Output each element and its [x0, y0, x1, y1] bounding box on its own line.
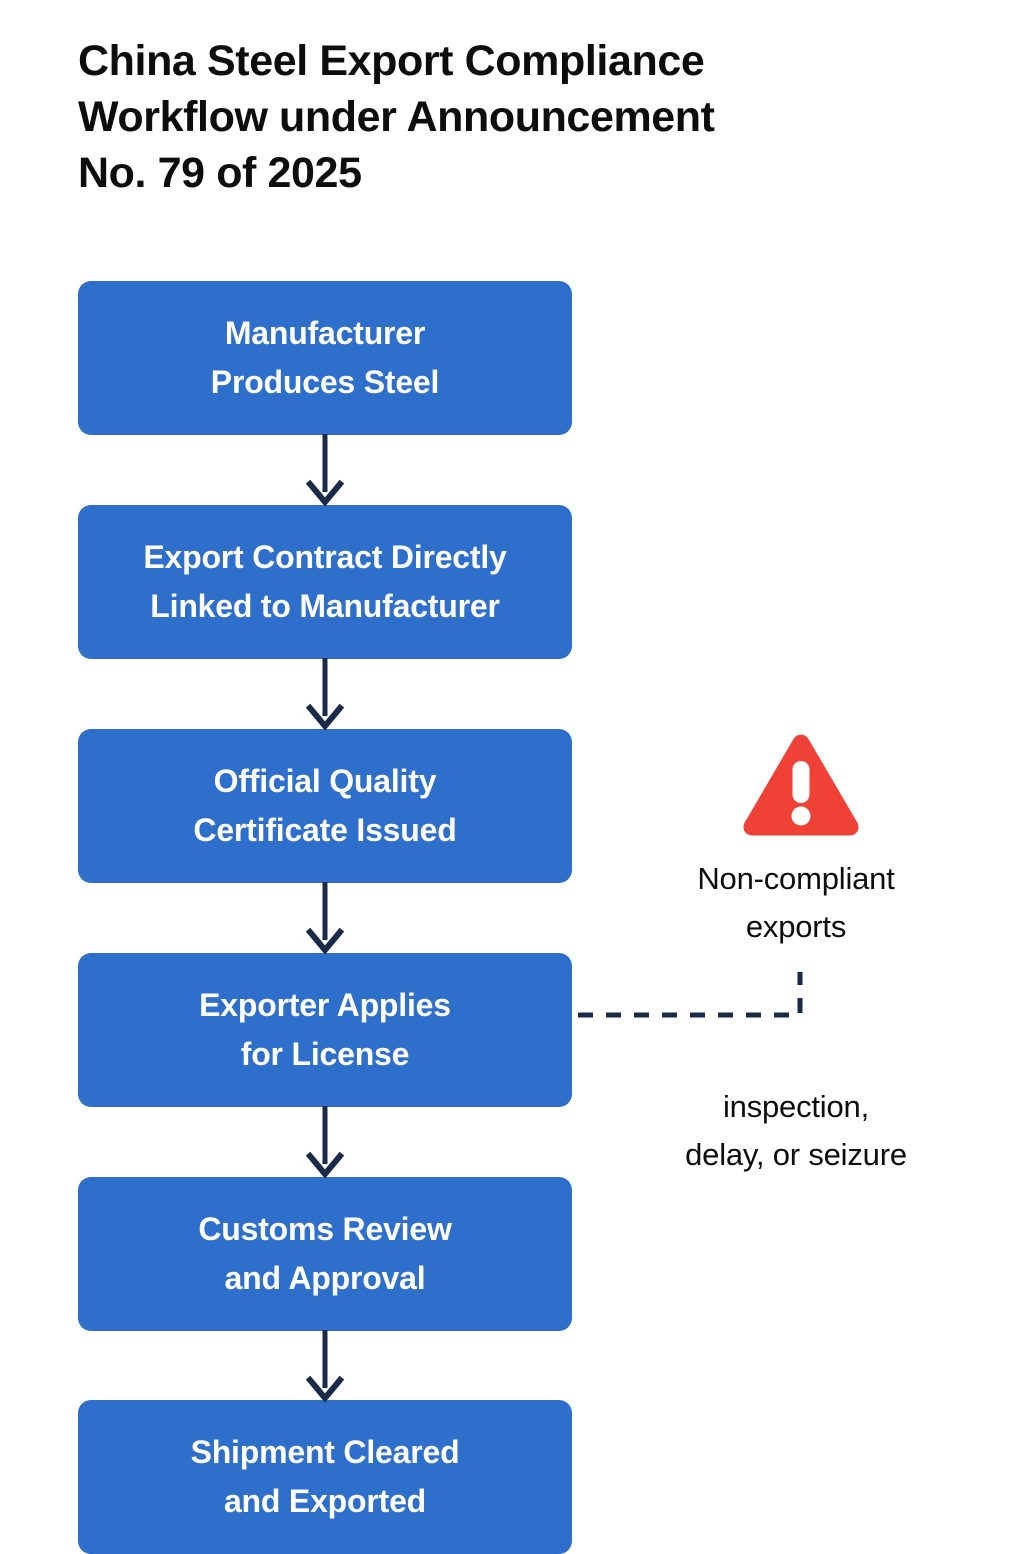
- arrow-down-icon: [305, 658, 345, 731]
- arrow-down-icon: [305, 1106, 345, 1179]
- consequence-label: inspection, delay, or seizure: [685, 1089, 907, 1173]
- flow-node-label: Manufacturer Produces Steel: [210, 315, 440, 400]
- flow-node-shipment-cleared[interactable]: Shipment Cleared and Exported: [78, 1400, 572, 1554]
- page-title-line-2: Workflow under Announcement: [78, 92, 715, 141]
- warning-triangle-icon: [743, 734, 859, 836]
- flow-node-label: Shipment Cleared and Exported: [190, 1434, 460, 1519]
- flow-node-export-contract-linked[interactable]: Export Contract Directly Linked to Manuf…: [78, 505, 572, 659]
- flow-node-label: Exporter Applies for License: [199, 987, 451, 1072]
- flow-node-customs-review[interactable]: Customs Review and Approval: [78, 1177, 572, 1331]
- flow-node-label: Official Quality Certificate Issued: [193, 763, 457, 848]
- flow-node-label: Customs Review and Approval: [198, 1211, 452, 1296]
- arrow-down-icon: [305, 1330, 345, 1403]
- warning-label: Non-compliant exports: [697, 861, 895, 945]
- arrow-down-icon: [305, 882, 345, 955]
- page-title: China Steel Export Compliance Workflow u…: [78, 34, 918, 202]
- page-title-line-1: China Steel Export Compliance: [78, 37, 705, 85]
- arrow-down-icon: [305, 434, 345, 507]
- flow-node-manufacturer-produces-steel[interactable]: Manufacturer Produces Steel: [78, 281, 572, 435]
- flow-node-label: Export Contract Directly Linked to Manuf…: [143, 539, 507, 624]
- flow-node-quality-certificate[interactable]: Official Quality Certificate Issued: [78, 729, 572, 883]
- page-title-line-3: No. 79 of 2025: [78, 148, 362, 197]
- flow-node-exporter-applies-license[interactable]: Exporter Applies for License: [78, 953, 572, 1107]
- dashed-branch-connector: [578, 972, 803, 1018]
